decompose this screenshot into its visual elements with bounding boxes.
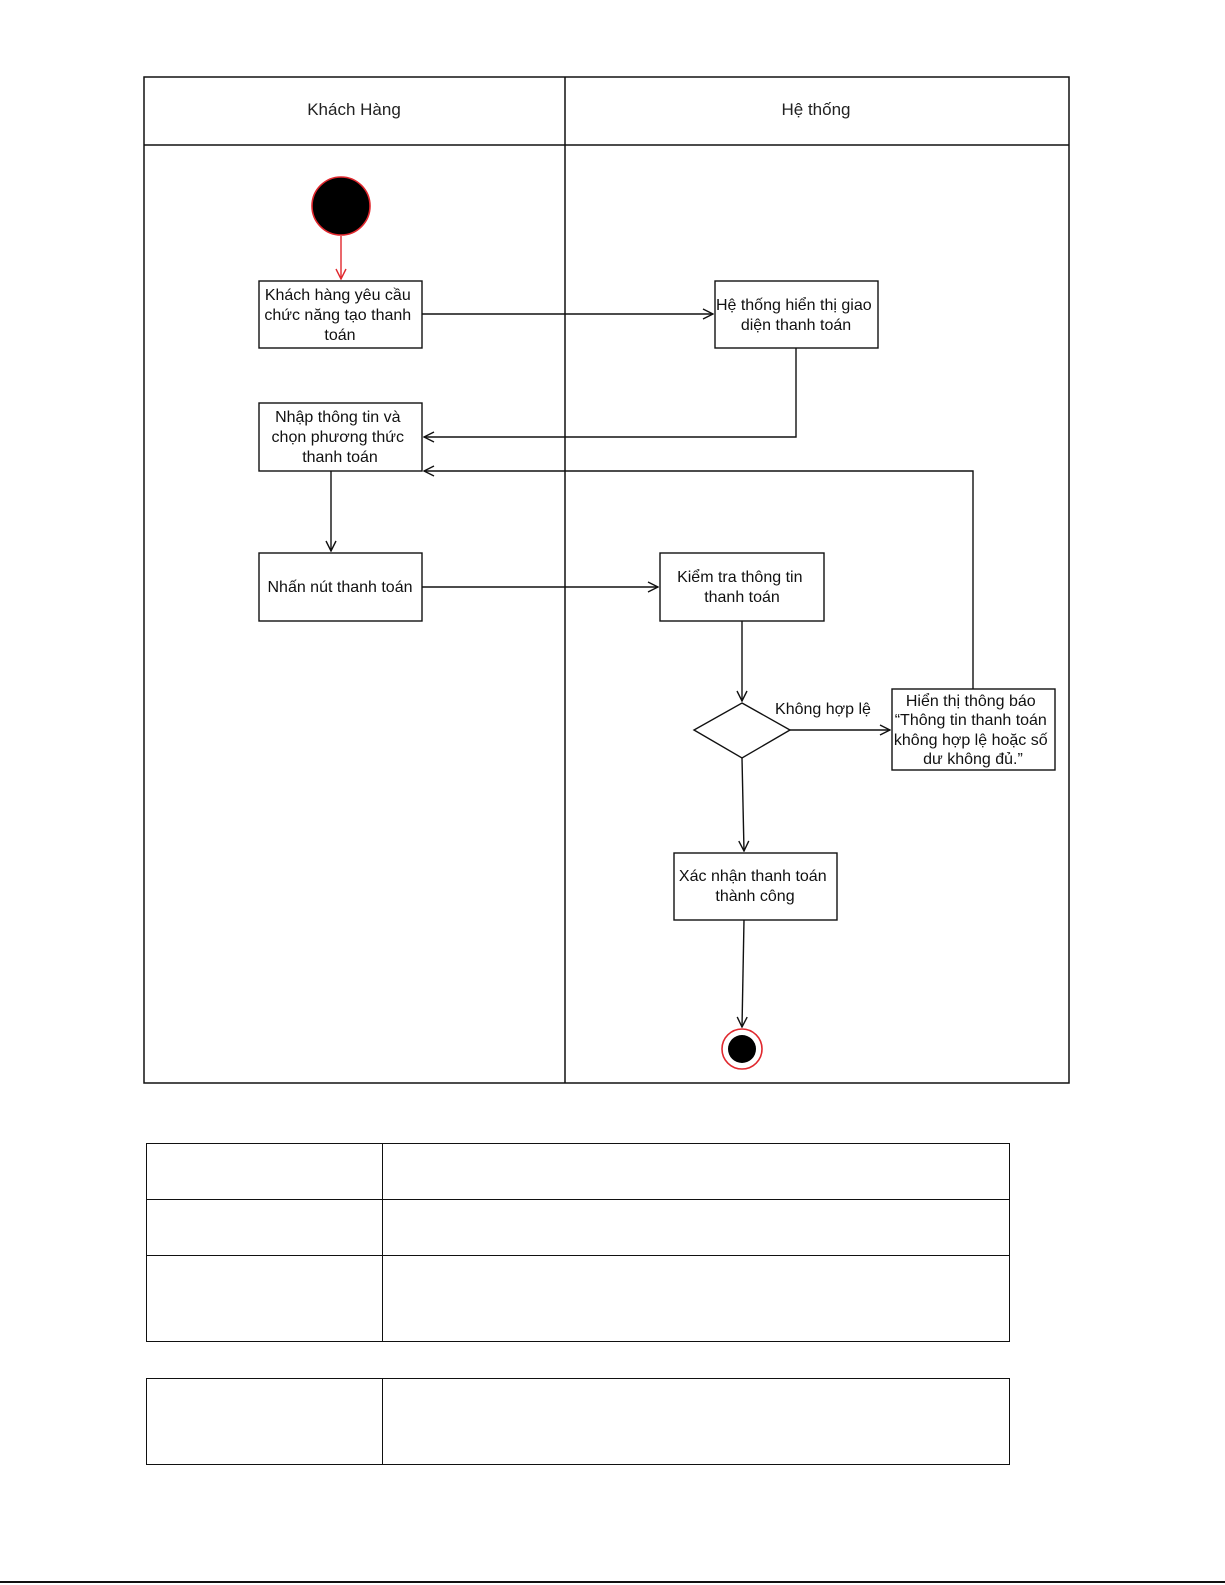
svg-text:Xác nhận thanh toán thàn: Xác nhận thanh toán thành công (679, 868, 831, 905)
edge-decision-to-confirm (742, 757, 744, 851)
table-cell (382, 1143, 1010, 1200)
action-press-pay: Nhấn nút thanh toán (258, 552, 423, 622)
edge-error-to-enter-info (424, 471, 974, 689)
activity-diagram: Khách Hàng Hệ thống Không hợp lệ Khách h… (143, 76, 1070, 1084)
table-row (145, 1199, 1010, 1256)
table-cell (145, 1255, 384, 1342)
action-show-error: Hiển thị thông báo “Thông tin thanh toán… (891, 688, 1056, 771)
edge-label-invalid: Không hợp lệ (775, 701, 871, 718)
action-request: Khách hàng yêu cầu chức năng tạo thanh t… (258, 280, 423, 349)
action-check-info: Kiểm tra thông tin thanh toán (659, 552, 825, 622)
table-cell (145, 1199, 384, 1256)
initial-node (311, 176, 371, 236)
decision-node (692, 702, 792, 759)
svg-text:Nhập thông tin và chọn p: Nhập thông tin và chọn phương thức thanh… (272, 409, 409, 466)
page-bottom-rule (0, 1581, 1225, 1583)
final-node (721, 1028, 763, 1070)
edge-confirm-to-end (742, 919, 744, 1027)
action-confirm: Xác nhận thanh toán thành công (673, 852, 838, 921)
swimlane-frame (143, 76, 1070, 1084)
edges (331, 236, 974, 1027)
table-row (145, 1378, 1010, 1465)
svg-text:Kiểm tra thông tin thanh: Kiểm tra thông tin thanh toán (677, 568, 807, 606)
action-enter-info: Nhập thông tin và chọn phương thức thanh… (258, 402, 423, 472)
svg-text:Nhấn nút thanh toán: Nhấn nút thanh toán (267, 579, 412, 596)
svg-text:Khách hàng yêu cầu chức: Khách hàng yêu cầu chức năng tạo thanh t… (264, 287, 415, 344)
edge-show-ui-to-enter-info (424, 348, 797, 437)
table-row (145, 1143, 1010, 1200)
info-table-2 (145, 1378, 1010, 1465)
table-cell (382, 1199, 1010, 1256)
svg-text:Hệ thống hiển thị giao d: Hệ thống hiển thị giao diện thanh toán (716, 296, 876, 334)
info-table-1 (145, 1143, 1010, 1342)
table-cell (145, 1143, 384, 1200)
table-cell (145, 1378, 384, 1465)
lane-title-system: Hệ thống (782, 100, 851, 119)
table-cell (382, 1255, 1010, 1342)
table-row (145, 1255, 1010, 1342)
lane-title-customer: Khách Hàng (307, 100, 401, 119)
table-cell (382, 1378, 1010, 1465)
action-show-ui: Hệ thống hiển thị giao diện thanh toán (714, 280, 879, 349)
svg-text:Hiển thị thông báo “Thôn: Hiển thị thông báo “Thông tin thanh toán… (894, 692, 1052, 768)
